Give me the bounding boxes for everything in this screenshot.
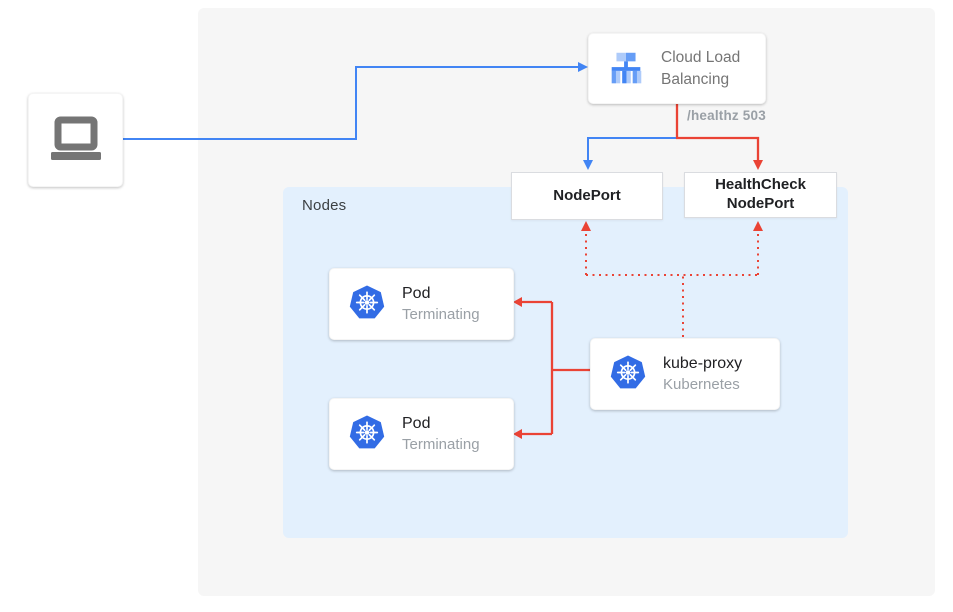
kube-proxy-title: kube-proxy [663, 355, 743, 373]
pod2-title: Pod [402, 415, 431, 433]
client-device-node [28, 93, 123, 187]
pod1-status: Terminating [402, 305, 480, 323]
kubernetes-icon [347, 284, 387, 324]
kube-proxy-node: kube-proxy Kubernetes [590, 338, 780, 410]
nodeport-box: NodePort [511, 172, 663, 220]
kubernetes-icon [347, 414, 387, 454]
kube-proxy-subtitle: Kubernetes [663, 375, 740, 393]
nodes-group-label: Nodes [302, 197, 347, 214]
healthz-status-label: /healthz 503 [687, 108, 766, 123]
cloud-load-balancing-label: Cloud Load Balancing [661, 48, 741, 88]
healthcheck-nodeport-label: HealthCheck NodePort [715, 176, 806, 212]
pod-terminating-node-2: Pod Terminating [329, 398, 514, 470]
pod2-status: Terminating [402, 435, 480, 453]
nodeport-label: NodePort [553, 186, 621, 204]
pod-terminating-node-1: Pod Terminating [329, 268, 514, 340]
pod1-title: Pod [402, 285, 431, 303]
cloud-load-balancing-icon [605, 48, 647, 90]
cloud-load-balancing-node: Cloud Load Balancing [588, 33, 766, 104]
kubernetes-icon [608, 354, 648, 394]
laptop-icon [44, 108, 108, 172]
healthcheck-nodeport-box: HealthCheck NodePort [684, 172, 837, 218]
